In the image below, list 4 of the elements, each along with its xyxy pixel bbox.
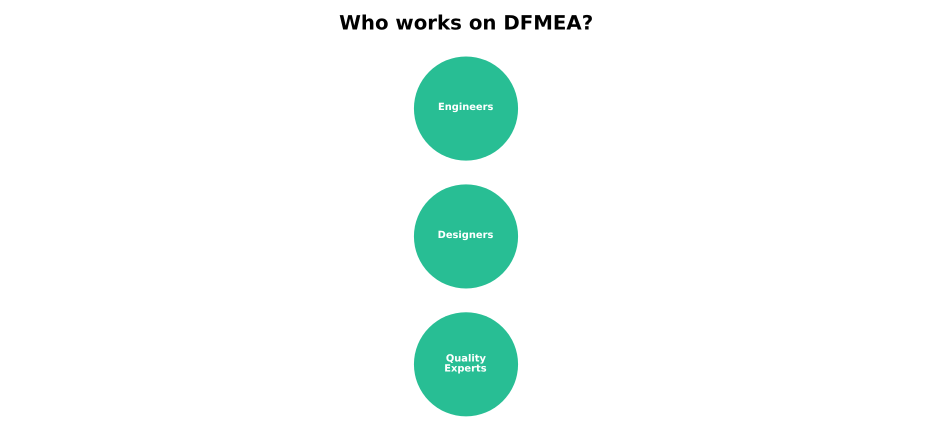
diagram-title: Who works on DFMEA?: [338, 10, 593, 34]
node-circle: Engineers: [413, 56, 518, 160]
node-circle: Designers: [413, 184, 518, 288]
node-circle: Quality Experts: [413, 312, 518, 416]
